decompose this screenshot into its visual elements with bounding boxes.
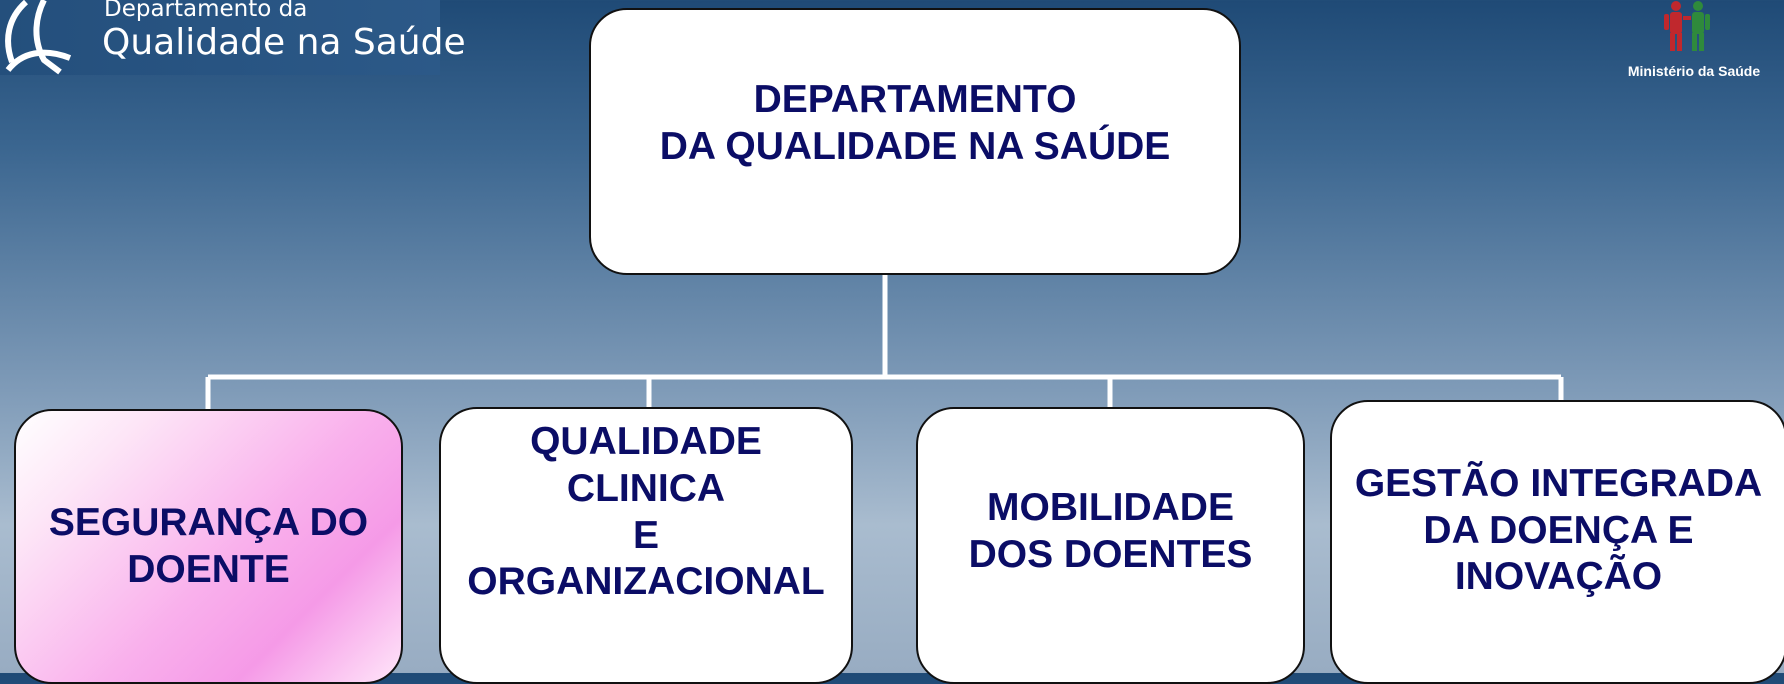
- child-box-qualidade-clinica: QUALIDADE CLINICA E ORGANIZACIONAL: [439, 407, 853, 684]
- child-box-mobilidade-dos-doentes: MOBILIDADE DOS DOENTES: [916, 407, 1305, 684]
- ministry-figures-icon: [1664, 1, 1710, 51]
- ministry-logo: Ministério da Saúde: [1604, 0, 1784, 85]
- child-box-gestao-integrada: GESTÃO INTEGRADA DA DOENÇA E INOVAÇÃO: [1330, 400, 1784, 684]
- department-logo: Departamento da Qualidade na Saúde: [0, 0, 466, 75]
- department-logo-line2: Qualidade na Saúde: [102, 22, 466, 63]
- root-box-departamento: DEPARTAMENTO DA QUALIDADE NA SAÚDE: [589, 8, 1241, 275]
- ministry-caption: Ministério da Saúde: [1627, 63, 1761, 79]
- department-logo-line1: Departamento da: [104, 0, 308, 22]
- department-emblem-icon: [5, 0, 72, 75]
- child-box-seguranca-do-doente: SEGURANÇA DO DOENTE: [14, 409, 403, 684]
